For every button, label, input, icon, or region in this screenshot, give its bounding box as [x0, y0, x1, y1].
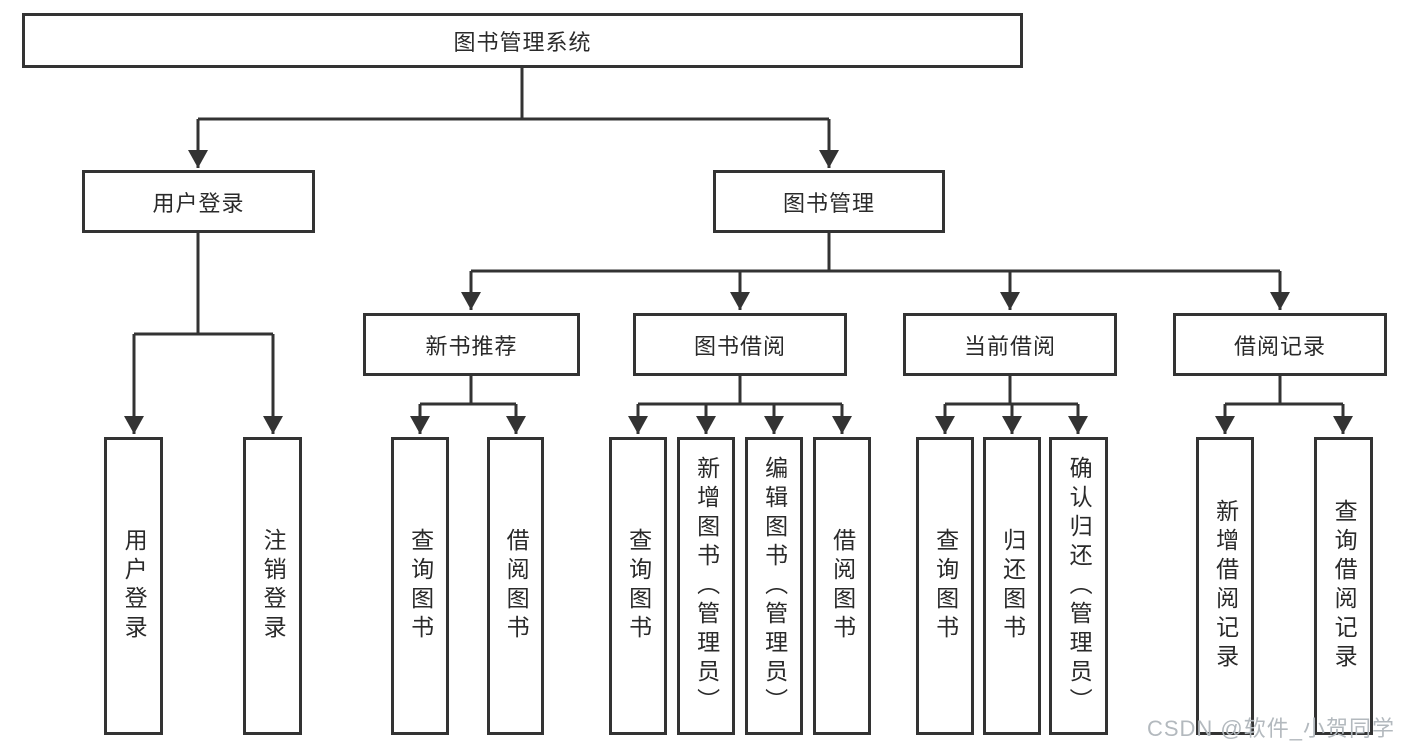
- watermark: CSDN @软件_小贺同学: [1146, 716, 1395, 741]
- leaf-add-book-admin: 新增图书（管理员）: [677, 437, 735, 735]
- node-current-borrowing: 当前借阅: [903, 313, 1117, 376]
- node-label: 图书借阅: [693, 333, 786, 359]
- leaf-edit-book-admin: 编辑图书（管理员）: [745, 437, 803, 735]
- node-label: 注销登录: [260, 528, 287, 644]
- node-label: 用户登录: [121, 528, 148, 644]
- node-label: 当前借阅: [963, 333, 1056, 359]
- node-label: 借阅图书: [503, 528, 530, 644]
- node-label: 图书管理: [782, 190, 875, 216]
- node-label: 归还图书: [999, 528, 1026, 644]
- node-label: 查询借阅记录: [1331, 499, 1358, 673]
- node-new-book-recommendation: 新书推荐: [363, 313, 580, 376]
- node-label: 查询图书: [932, 528, 959, 644]
- leaf-return-book: 归还图书: [983, 437, 1041, 735]
- node-book-borrowing: 图书借阅: [633, 313, 847, 376]
- node-label: 新增借阅记录: [1212, 499, 1239, 673]
- node-label: 查询图书: [625, 528, 652, 644]
- leaf-borrow-books-borrow: 借阅图书: [813, 437, 871, 735]
- node-label: 新书推荐: [425, 333, 518, 359]
- leaf-confirm-return-admin: 确认归还（管理员）: [1049, 437, 1108, 735]
- node-label: 借阅记录: [1233, 333, 1326, 359]
- node-label: 用户登录: [152, 190, 245, 216]
- leaf-query-books-current: 查询图书: [916, 437, 974, 735]
- leaf-query-borrow-record: 查询借阅记录: [1314, 437, 1373, 735]
- node-label: 确认归还（管理员）: [1066, 455, 1093, 717]
- node-user-login: 用户登录: [82, 170, 315, 233]
- leaf-logout-login: 注销登录: [243, 437, 302, 735]
- node-label: 查询图书: [407, 528, 434, 644]
- node-borrowing-records: 借阅记录: [1173, 313, 1387, 376]
- leaf-user-login: 用户登录: [104, 437, 163, 735]
- node-label: 编辑图书（管理员）: [761, 455, 788, 717]
- leaf-query-books-recommend: 查询图书: [391, 437, 449, 735]
- leaf-add-borrow-record: 新增借阅记录: [1196, 437, 1254, 735]
- node-label: 新增图书（管理员）: [693, 455, 720, 717]
- leaf-borrow-books-recommend: 借阅图书: [487, 437, 544, 735]
- leaf-query-books-borrow: 查询图书: [609, 437, 667, 735]
- node-library-management-system: 图书管理系统: [22, 13, 1023, 68]
- node-label: 借阅图书: [829, 528, 856, 644]
- node-book-management: 图书管理: [713, 170, 945, 233]
- node-label: 图书管理系统: [453, 29, 592, 55]
